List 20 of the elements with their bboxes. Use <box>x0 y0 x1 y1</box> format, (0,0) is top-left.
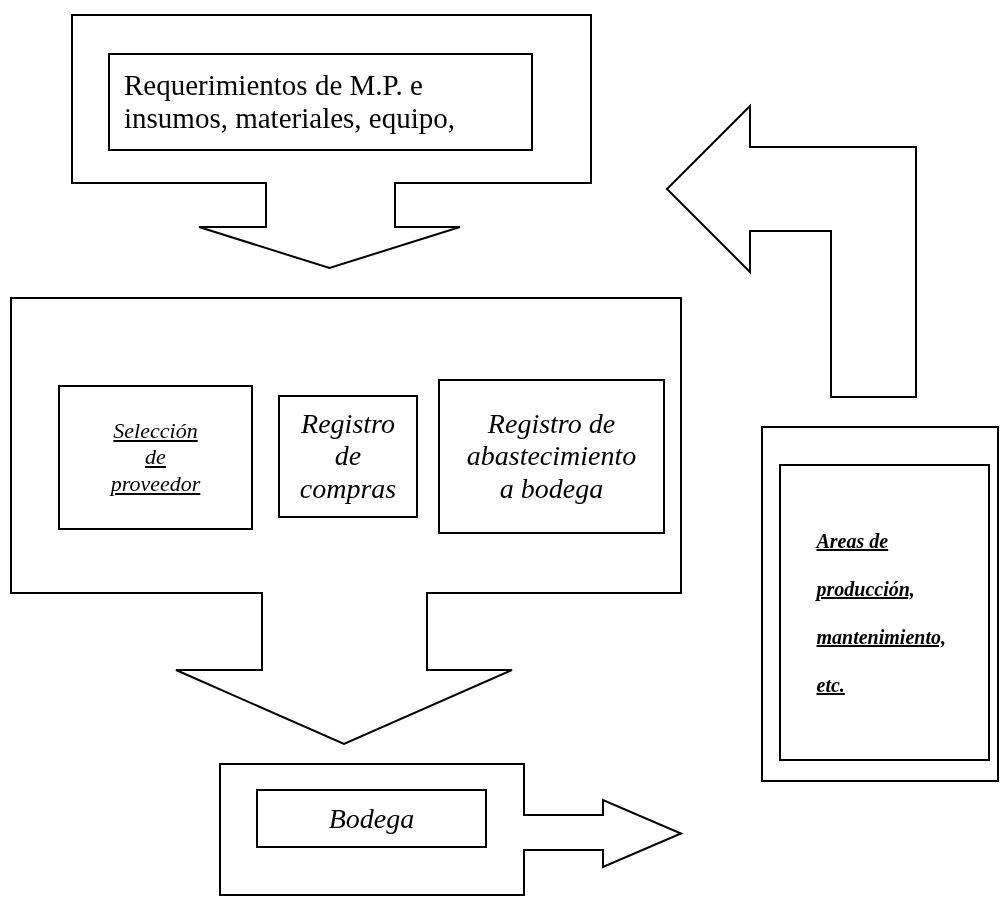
process-box <box>779 464 990 761</box>
group-box <box>219 763 525 896</box>
block-arrow <box>522 798 684 869</box>
group-box <box>71 14 592 184</box>
area-label: Areas de producción, mantenimiento, etc. <box>816 528 947 698</box>
storage-label: Bodega <box>328 802 415 835</box>
process-box <box>256 789 487 848</box>
block-arrow <box>175 591 513 746</box>
group-box <box>761 426 999 782</box>
block-arrow <box>198 181 461 270</box>
process-label: Registro de compras <box>298 408 398 505</box>
process-label: Registro de abastecimiento a bodega <box>465 408 638 505</box>
process-label: Selección de proveedor <box>108 417 202 498</box>
process-box <box>438 379 665 534</box>
group-box <box>10 297 682 594</box>
process-box <box>108 53 533 151</box>
requirement-text: Requerimientos de M.P. e insumos, materiales, equipo, <box>123 68 457 136</box>
block-arrow <box>665 103 917 398</box>
process-box <box>278 395 418 518</box>
process-box <box>58 385 253 530</box>
